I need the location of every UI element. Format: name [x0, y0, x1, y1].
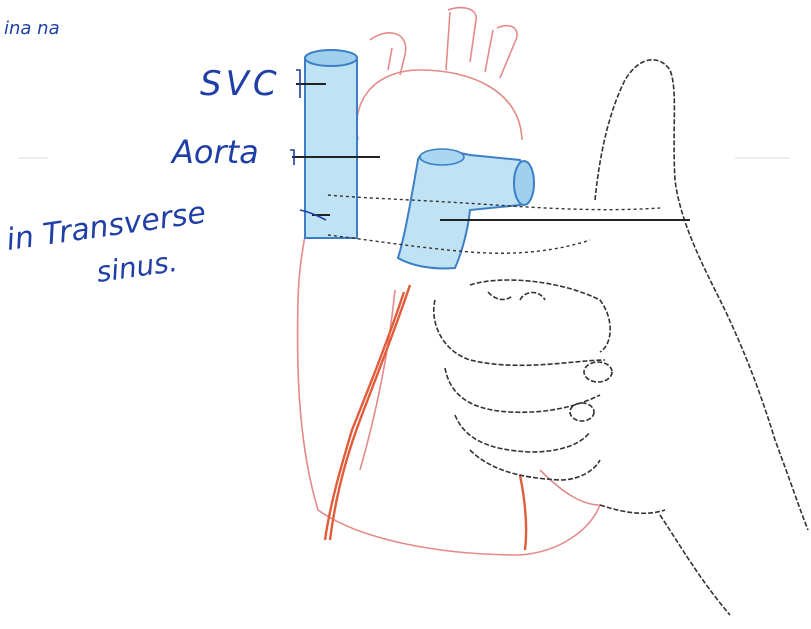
corner-label: ina na [4, 18, 60, 39]
aorta-label: Aorta [170, 133, 259, 171]
hand-outline [434, 60, 808, 615]
transverse-label-line1: in Transverse [4, 195, 208, 258]
svc-label: SVC [200, 64, 281, 104]
transverse-label-line2: sinus. [94, 245, 179, 289]
pulmonary-trunk [398, 149, 534, 268]
coronary-artery [325, 285, 526, 550]
svc-vessel [305, 50, 357, 238]
